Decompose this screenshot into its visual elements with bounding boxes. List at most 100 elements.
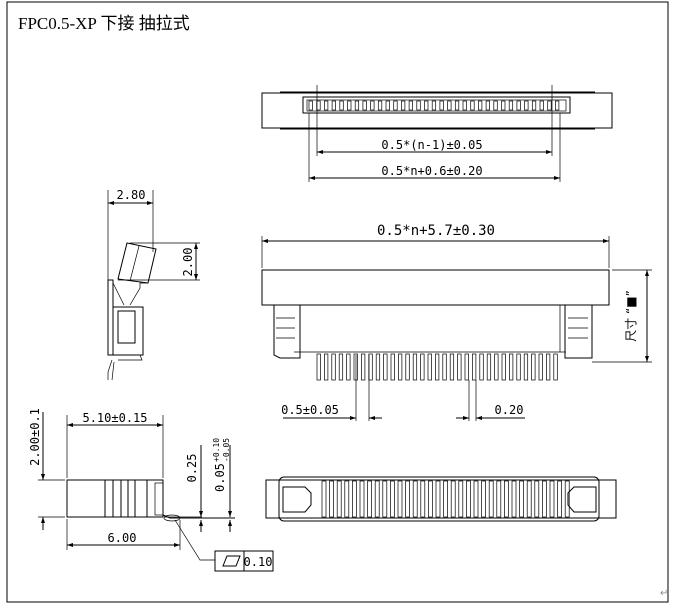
front-pin [553, 353, 558, 381]
bottom-pin [344, 480, 350, 518]
top-pin [516, 100, 521, 111]
top-pin [401, 100, 406, 111]
dim-pin-width: 0.20 [495, 403, 524, 417]
top-pin [385, 100, 390, 111]
top-pin [508, 100, 514, 111]
front-pin [457, 353, 462, 381]
front-pin [494, 353, 499, 381]
top-pin [408, 100, 413, 111]
top-pin [370, 100, 375, 111]
front-pin [472, 353, 477, 381]
dim-total-width: 0.5*n+5.7±0.30 [377, 223, 495, 239]
bottom-pin [374, 480, 380, 518]
front-pin [546, 353, 551, 381]
top-pin [501, 100, 506, 111]
bottom-pin [549, 480, 555, 518]
top-pin [339, 100, 344, 111]
front-pin [346, 353, 351, 381]
front-pin [427, 353, 432, 381]
dim-pitch: 0.5±0.05 [281, 403, 339, 417]
dim-pitch-span: 0.5*(n-1)±0.05 [381, 138, 482, 152]
bottom-pin [405, 480, 410, 518]
bottom-pin [526, 480, 532, 518]
bottom-pin [390, 480, 395, 518]
top-pin [462, 100, 467, 111]
front-pin [442, 353, 447, 381]
front-pin [316, 353, 321, 381]
bottom-pin [321, 480, 327, 518]
top-pin [539, 100, 544, 111]
bottom-pin [481, 480, 486, 518]
dim-bottom-length: 5.10±0.15 [82, 411, 147, 425]
top-pin [308, 100, 313, 111]
front-pin [435, 353, 440, 381]
top-pin [547, 100, 552, 111]
top-pin [447, 100, 452, 111]
top-pin [485, 100, 490, 111]
top-pin [431, 100, 437, 111]
bottom-pin [496, 480, 502, 518]
front-pin [501, 353, 506, 381]
bottom-pin [329, 480, 334, 518]
top-pin [439, 100, 444, 111]
front-pin [479, 353, 484, 381]
bottom-view [265, 476, 617, 522]
bottom-pin [435, 480, 441, 518]
top-pin [324, 100, 329, 111]
top-pin [524, 100, 529, 111]
dim-tolerance: 0.05 [213, 463, 227, 492]
top-pin [555, 100, 560, 111]
front-pin [324, 353, 329, 381]
side-view: 2.80 2.00 [107, 188, 200, 381]
top-pin [454, 100, 460, 111]
bottom-pin [504, 480, 509, 518]
front-pin [331, 353, 336, 381]
top-pin [347, 100, 352, 111]
bottom-pin [359, 480, 365, 518]
dim-side-width: 2.80 [117, 188, 146, 202]
front-pin [523, 353, 529, 381]
bottom-pin [428, 480, 433, 518]
dim-bottom-overall: 6.00 [108, 531, 137, 545]
front-pin [375, 353, 381, 381]
page-frame [6, 1, 669, 603]
front-view: 0.5*n+5.7±0.30 尺寸 “■” 0.5±0.05 0.20 [261, 223, 652, 421]
top-pin [354, 100, 360, 111]
top-pin [531, 100, 537, 111]
front-pin [464, 353, 469, 381]
dim-front-height: 尺寸 “■” [624, 290, 638, 342]
bottom-pin [511, 480, 517, 518]
top-pin [377, 100, 383, 111]
bottom-pin [458, 480, 464, 518]
top-pin [470, 100, 475, 111]
bottom-pin [397, 480, 403, 518]
top-pin [331, 100, 336, 111]
front-pin [338, 353, 344, 381]
paragraph-mark: ↵ [660, 588, 668, 599]
dim-bottom-height: 2.00±0.1 [28, 408, 42, 466]
front-pin [412, 353, 418, 381]
front-pin [538, 353, 543, 381]
drawing-title: FPC0.5-XP 下接 抽拉式 [18, 14, 190, 33]
front-pin [531, 353, 536, 381]
dim-side-height: 2.00 [181, 248, 195, 277]
top-pin [393, 100, 398, 111]
bottom-pin [382, 480, 388, 518]
bottom-pin [542, 480, 547, 518]
flatness-icon [222, 555, 241, 567]
bottom-pin [466, 480, 471, 518]
bottom-pin [420, 480, 426, 518]
front-pin [405, 353, 410, 381]
front-pin [361, 353, 366, 381]
bottom-pin [564, 480, 570, 518]
top-pin [362, 100, 367, 111]
front-pin [449, 353, 455, 381]
bottom-pin [450, 480, 456, 518]
dim-pin-offset: 0.25 [185, 454, 199, 483]
dim-tolerance-lower: -0.05 [222, 438, 231, 462]
bottom-pin [534, 480, 540, 518]
front-pin [398, 353, 403, 381]
bottom-pin [336, 480, 342, 518]
bottom-pin [519, 480, 524, 518]
